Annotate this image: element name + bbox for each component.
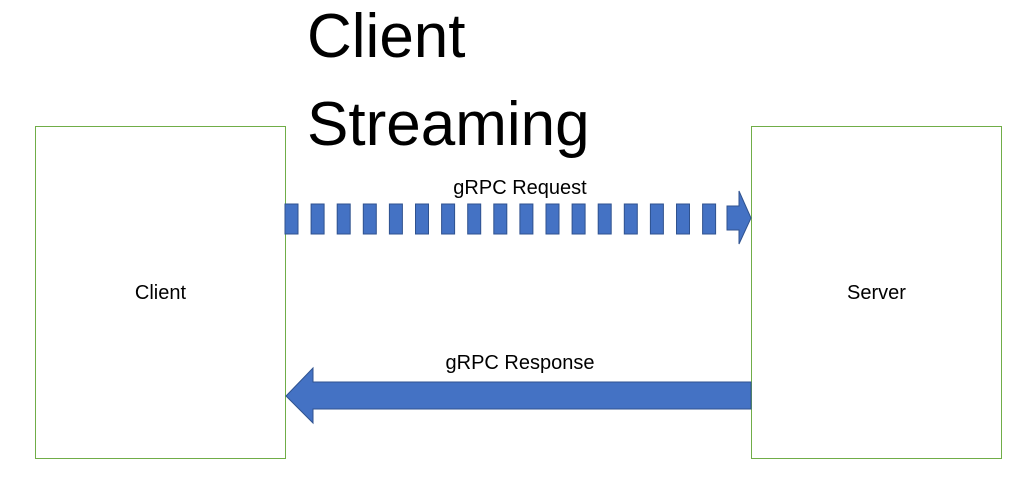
client-label: Client: [134, 282, 187, 304]
request-stream-segment: [284, 203, 299, 235]
request-stream-segment: [441, 203, 456, 235]
request-stream-segment: [649, 203, 664, 235]
request-stream-segment: [362, 203, 377, 235]
request-stream-segment: [415, 203, 429, 235]
title-line-2: Streaming: [307, 90, 590, 159]
request-stream-segment: [676, 203, 690, 235]
client-box: Client: [35, 126, 286, 459]
response-label: gRPC Response: [445, 352, 595, 374]
request-stream-segment: [545, 203, 560, 235]
request-stream-arrow: [284, 190, 752, 245]
request-arrowhead: [726, 190, 752, 245]
server-box: Server: [751, 126, 1002, 459]
request-stream-segment: [623, 203, 638, 235]
request-stream-segment: [336, 203, 351, 235]
request-stream-segment: [702, 203, 717, 235]
request-stream-segment: [310, 203, 325, 235]
request-stream-segment: [597, 203, 612, 235]
server-label: Server: [847, 282, 906, 304]
response-arrow: [285, 366, 752, 425]
request-stream-segment: [519, 203, 534, 235]
title-line-1: Client: [307, 2, 466, 71]
request-stream-segment: [571, 203, 586, 235]
request-label: gRPC Request: [453, 177, 587, 199]
request-stream-segment: [388, 203, 403, 235]
request-stream-segment: [493, 203, 508, 235]
request-stream-segment: [467, 203, 482, 235]
